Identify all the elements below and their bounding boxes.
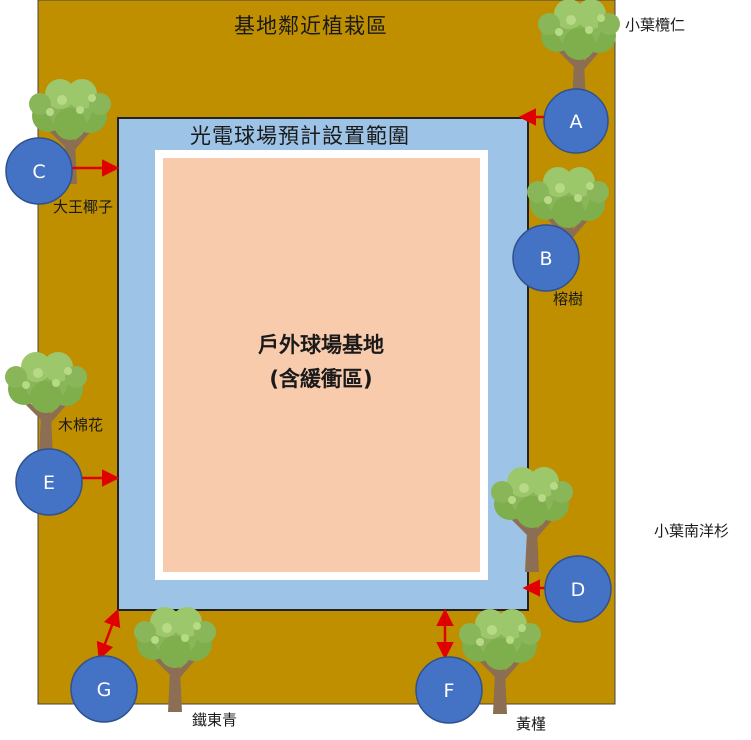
marker-e: E (15, 448, 83, 516)
marker-g: G (70, 655, 138, 723)
court-label-line2: (含緩衝區) (269, 367, 373, 391)
marker-e-label: E (43, 472, 55, 494)
court-label-line1: 戶外球場基地 (258, 333, 384, 357)
marker-d: D (544, 555, 612, 623)
marker-f-label: F (444, 680, 455, 702)
tree-label-top-right: 小葉欖仁 (625, 16, 686, 34)
tree-label-f: 黃槿 (516, 715, 547, 733)
marker-c-label: C (32, 161, 45, 183)
outer-zone-label: 基地鄰近植栽區 (234, 14, 388, 38)
marker-b: B (512, 224, 580, 292)
marker-f: F (415, 656, 483, 724)
solar-zone-label: 光電球場預計設置範圍 (190, 124, 410, 148)
marker-a-label: A (570, 111, 583, 133)
distance-arrow-g (96, 608, 121, 661)
tree-label-g: 鐵東青 (192, 711, 238, 729)
court-label: 戶外球場基地 (含緩衝區) (221, 328, 421, 396)
marker-a: A (543, 88, 609, 154)
tree-label-c: 大王椰子 (53, 198, 114, 216)
tree-label-mid-right: 小葉南洋杉 (654, 522, 730, 540)
tree-label-b: 榕樹 (553, 290, 584, 308)
marker-b-label: B (539, 248, 552, 270)
outdoor-court-base (163, 158, 480, 572)
marker-c: C (5, 137, 73, 205)
marker-d-label: D (571, 579, 586, 601)
marker-g-label: G (97, 679, 112, 701)
tree-label-e: 木棉花 (58, 416, 104, 434)
